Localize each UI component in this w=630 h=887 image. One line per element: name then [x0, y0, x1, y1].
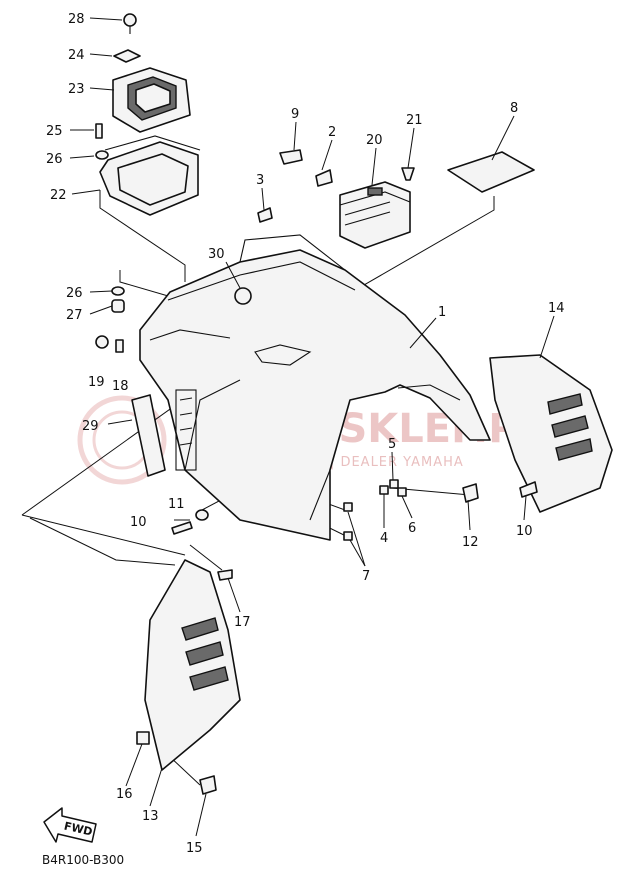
part-18-spacer: [115, 339, 124, 353]
callout-27: 27: [66, 308, 83, 323]
part-23-cover: [112, 67, 191, 133]
callout-22: 22: [50, 188, 67, 203]
callout-24: 24: [68, 48, 85, 63]
callout-labels: 28 24 23 25 26 22 9 2 20 21 8 3 30 26 27…: [46, 12, 565, 856]
part-10-bolt-right: [519, 481, 538, 498]
part-8-pad: [447, 151, 535, 193]
part-5-nut: [389, 479, 399, 489]
part-26-nut: [95, 150, 109, 160]
callout-21: 21: [406, 113, 423, 128]
fwd-label: FWD: [63, 819, 94, 838]
part-30-cap: [234, 287, 252, 305]
part-24-plate: [113, 49, 141, 63]
callout-19: 19: [88, 375, 105, 390]
part-26-nut-lower: [111, 286, 125, 296]
callout-18: 18: [112, 379, 129, 394]
small-fasteners: [95, 13, 141, 353]
reference-code: B4R100-B300: [42, 853, 124, 867]
callout-23: 23: [68, 82, 85, 97]
part-17-bolt: [217, 569, 233, 581]
part-22-cover: [99, 135, 201, 216]
callout-1: 1: [438, 305, 446, 320]
callout-13: 13: [142, 809, 159, 824]
part-10-bolt: [171, 521, 193, 535]
callout-29: 29: [82, 419, 99, 434]
callout-11: 11: [168, 497, 185, 512]
callout-3: 3: [256, 173, 264, 188]
part-25-bolt: [95, 123, 103, 139]
callout-6: 6: [408, 521, 416, 536]
part-15-bolt: [199, 775, 217, 795]
part-11-washer: [195, 509, 209, 521]
part-27-collar: [111, 299, 125, 313]
callout-15: 15: [186, 841, 203, 856]
part-3-clip: [257, 207, 273, 223]
callout-10-right: 10: [516, 524, 533, 539]
callout-26-lower: 26: [66, 286, 83, 301]
part-16-spacer: [136, 731, 150, 745]
callout-10: 10: [130, 515, 147, 530]
callout-8: 8: [510, 101, 518, 116]
watermark-logo-ring: [77, 395, 167, 485]
callout-20: 20: [366, 133, 383, 148]
part-12-nut: [462, 483, 479, 503]
part-21-bolt: [401, 167, 415, 181]
callout-2: 2: [328, 125, 336, 140]
small-hardware: [136, 479, 538, 795]
callout-17: 17: [234, 615, 251, 630]
callout-16: 16: [116, 787, 133, 802]
callout-5: 5: [388, 437, 396, 452]
part-7-clip-a: [343, 502, 353, 512]
callout-leaders: [69, 17, 555, 837]
part-4-nut: [379, 485, 389, 495]
callout-9: 9: [291, 107, 299, 122]
part-6-nut: [397, 487, 407, 497]
part-28-screw: [123, 13, 137, 27]
callout-7: 7: [362, 569, 370, 584]
part-19-grommet: [95, 335, 109, 349]
part-1-body: [139, 234, 491, 541]
callout-30: 30: [208, 247, 225, 262]
callout-26: 26: [46, 152, 63, 167]
callout-28: 28: [68, 12, 85, 27]
fwd-arrow-icon: FWD: [43, 807, 97, 843]
part-2-clip: [315, 169, 333, 187]
callout-14: 14: [548, 301, 565, 316]
part-29-strip: [131, 394, 166, 477]
callout-25: 25: [46, 124, 63, 139]
part-13-side-cover: [144, 559, 241, 771]
part-14-side-cover: [489, 354, 613, 513]
part-20-box: [339, 181, 411, 249]
part-7-clip-b: [343, 531, 353, 541]
callout-4: 4: [380, 531, 388, 546]
callout-12: 12: [462, 535, 479, 550]
part-9-clip: [279, 149, 303, 165]
